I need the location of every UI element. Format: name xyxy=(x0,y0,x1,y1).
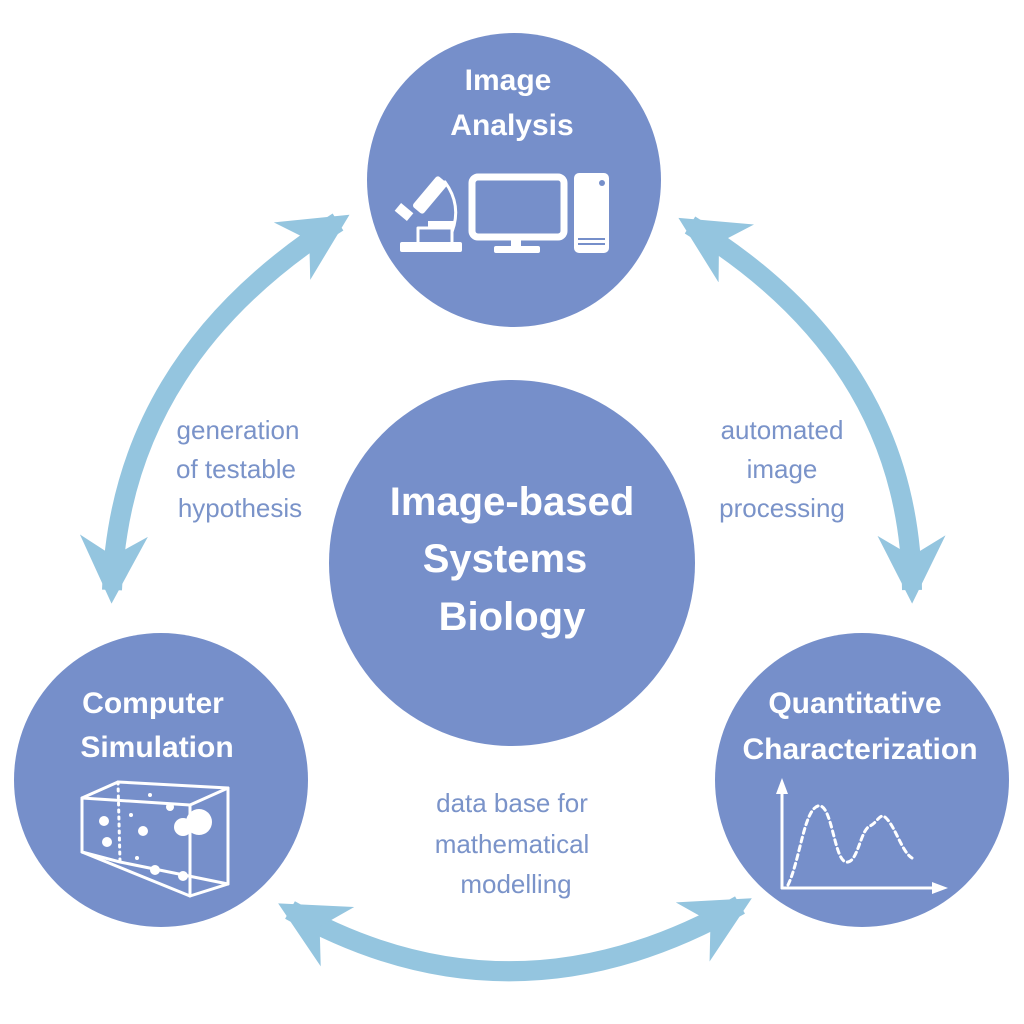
node-left-title-line1: Computer xyxy=(82,687,224,720)
simulation-box-icon xyxy=(80,780,230,898)
edge-right-label-line1: automated xyxy=(721,415,844,445)
node-top-title-line1: Image xyxy=(465,64,552,97)
computer-tower-icon xyxy=(574,173,609,253)
edge-left-label-line1: generation xyxy=(177,415,300,445)
microscope-icon xyxy=(394,176,462,252)
edge-bottom-label-line3: modelling xyxy=(460,869,571,899)
edge-bottom-label-line1: data base for xyxy=(436,788,588,818)
arrow-right-bidirectional xyxy=(678,216,946,604)
edge-left-label-line2: of testable xyxy=(176,454,296,484)
center-title-line2: Systems xyxy=(423,537,588,581)
edge-left-label-line3: hypothesis xyxy=(178,493,302,523)
arrow-bottom-bidirectional xyxy=(278,896,752,982)
monitor-icon xyxy=(468,173,568,253)
center-title-line3: Biology xyxy=(439,595,586,639)
node-quantitative-characterization xyxy=(715,633,1009,927)
node-right-title-line1: Quantitative xyxy=(768,687,941,720)
center-title-line1: Image-based xyxy=(390,480,635,524)
edge-right-label-line2: image xyxy=(747,454,818,484)
node-center-systems-biology xyxy=(329,380,695,746)
node-top-title-line2: Analysis xyxy=(450,109,573,142)
arrow-left-bidirectional xyxy=(79,213,350,604)
edge-right-label-line3: processing xyxy=(719,493,845,523)
node-left-title-line2: Simulation xyxy=(80,731,233,764)
edge-bottom-label-line2: mathematical xyxy=(435,829,590,859)
node-right-title-line2: Characterization xyxy=(742,733,977,766)
line-graph-icon xyxy=(776,778,948,894)
